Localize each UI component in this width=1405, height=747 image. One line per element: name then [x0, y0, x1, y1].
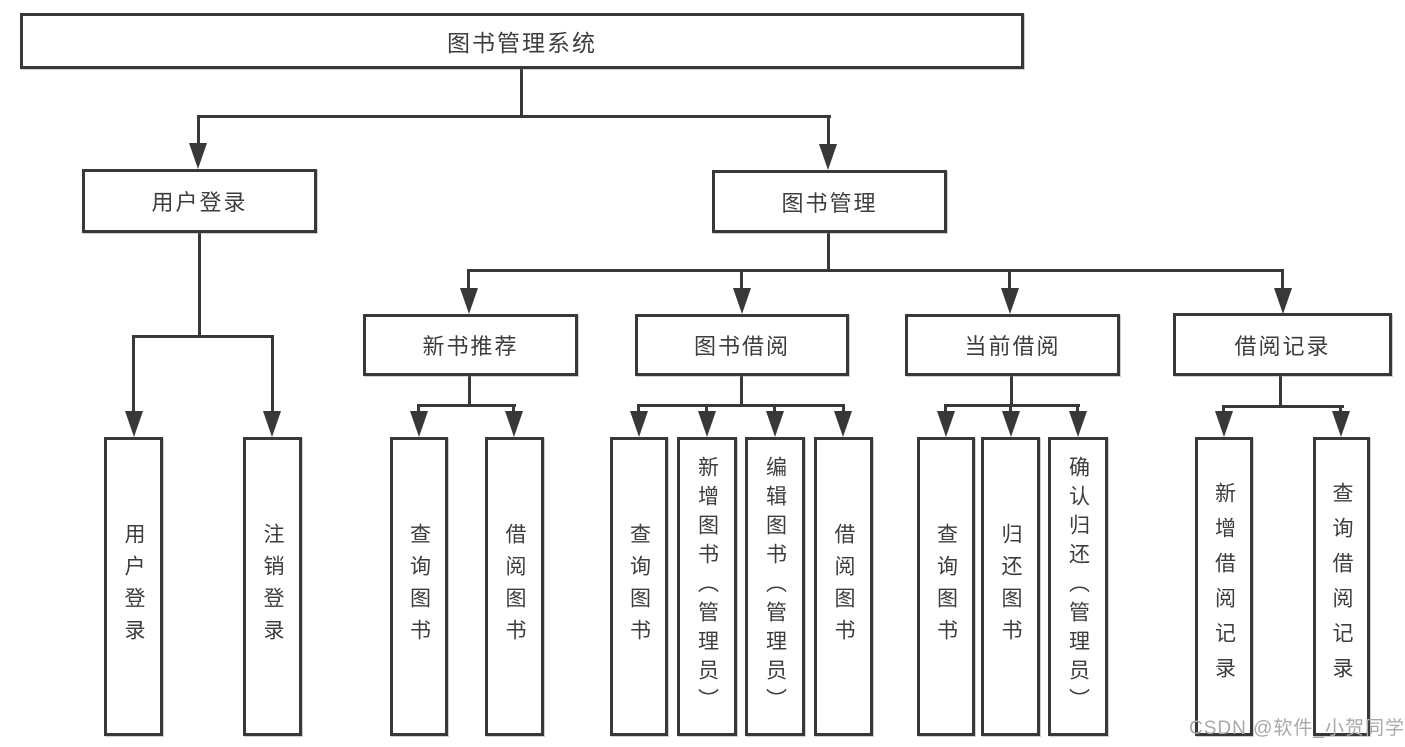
- arrowhead-down-icon: [263, 411, 281, 437]
- connector-line: [417, 404, 420, 416]
- node-borrowing-records: 借阅记录: [1173, 313, 1392, 376]
- node-root-label: 图书管理系统: [447, 30, 597, 56]
- connector-line: [1010, 375, 1013, 406]
- arrowhead-down-icon: [819, 144, 837, 170]
- leaf-logout-label: 注销登录: [261, 522, 284, 651]
- arrowhead-down-icon: [125, 411, 143, 437]
- connector-line: [197, 115, 200, 147]
- leaf-add-borrow-record: 新增借阅记录: [1195, 437, 1253, 736]
- node-new-book-recommendation: 新书推荐: [363, 314, 578, 376]
- leaf-user-login: 用户登录: [104, 437, 163, 736]
- node-book-borrowing-label: 图书借阅: [693, 334, 790, 359]
- arrowhead-down-icon: [189, 143, 207, 169]
- connector-line: [740, 269, 743, 292]
- leaf-query-books-borrowing-label: 查询图书: [627, 522, 651, 651]
- leaf-confirm-return-admin-label: 确认归还（管理员）: [1066, 456, 1090, 717]
- connector-line: [1008, 269, 1011, 292]
- leaf-user-login-label: 用户登录: [122, 522, 145, 651]
- arrowhead-down-icon: [1274, 288, 1292, 314]
- connector-line: [198, 232, 201, 338]
- leaf-query-books-borrowing: 查询图书: [610, 437, 668, 736]
- node-root: 图书管理系统: [20, 13, 1024, 69]
- node-borrowing-records-label: 借阅记录: [1234, 333, 1331, 359]
- connector-line: [1009, 404, 1012, 416]
- node-user-login-label: 用户登录: [151, 190, 248, 215]
- connector-line: [271, 335, 274, 415]
- connector-line: [827, 115, 830, 147]
- connector-line: [944, 404, 1080, 407]
- connector-line: [1222, 405, 1225, 416]
- arrowhead-down-icon: [698, 411, 716, 437]
- leaf-borrow-books-recommend: 借阅图书: [485, 437, 544, 736]
- connector-line: [637, 404, 640, 416]
- arrowhead-down-icon: [630, 411, 648, 437]
- connector-line: [827, 232, 830, 272]
- leaf-return-books: 归还图书: [981, 437, 1040, 736]
- leaf-add-books-admin-label: 新增图书（管理员）: [695, 456, 719, 717]
- leaf-query-borrow-record: 查询借阅记录: [1313, 437, 1370, 736]
- connector-line: [132, 335, 274, 338]
- arrowhead-down-icon: [1002, 411, 1020, 437]
- connector-line: [773, 404, 776, 416]
- connector-line: [1281, 269, 1284, 292]
- arrowhead-down-icon: [1332, 411, 1350, 437]
- node-book-management-label: 图书管理: [781, 190, 878, 216]
- arrowhead-down-icon: [410, 411, 428, 437]
- arrowhead-down-icon: [937, 411, 955, 437]
- leaf-query-books-recommend: 查询图书: [390, 437, 448, 736]
- node-user-login: 用户登录: [82, 169, 317, 233]
- arrowhead-down-icon: [733, 288, 751, 314]
- leaf-query-books-recommend-label: 查询图书: [407, 522, 431, 651]
- arrowhead-down-icon: [766, 411, 784, 437]
- arrowhead-down-icon: [505, 411, 523, 437]
- csdn-watermark: CSDN @软件_小贺同学: [1189, 718, 1405, 739]
- leaf-query-books-current-label: 查询图书: [934, 522, 958, 651]
- connector-line: [197, 115, 831, 118]
- node-book-borrowing: 图书借阅: [635, 314, 849, 376]
- leaf-query-books-current: 查询图书: [917, 437, 975, 736]
- connector-line: [467, 269, 470, 292]
- arrowhead-down-icon: [1215, 411, 1233, 437]
- arrowhead-down-icon: [834, 411, 852, 437]
- arrowhead-down-icon: [460, 288, 478, 314]
- leaf-add-books-admin: 新增图书（管理员）: [677, 437, 737, 736]
- connector-line: [468, 375, 471, 406]
- leaf-add-borrow-record-label: 新增借阅记录: [1212, 481, 1236, 692]
- connector-line: [417, 404, 516, 407]
- connector-line: [468, 269, 1284, 272]
- leaf-confirm-return-admin: 确认归还（管理员）: [1048, 437, 1108, 736]
- leaf-edit-books-admin-label: 编辑图书（管理员）: [763, 456, 787, 717]
- leaf-query-borrow-record-label: 查询借阅记录: [1330, 481, 1353, 692]
- connector-line: [1339, 405, 1342, 416]
- connector-line: [512, 404, 515, 416]
- connector-line: [637, 404, 845, 407]
- node-new-book-recommendation-label: 新书推荐: [422, 334, 519, 359]
- connector-line: [842, 404, 845, 416]
- node-book-management: 图书管理: [712, 170, 947, 233]
- arrowhead-down-icon: [1069, 411, 1087, 437]
- connector-line: [132, 335, 135, 415]
- connector-line: [944, 404, 947, 416]
- connector-line: [740, 375, 743, 406]
- leaf-logout: 注销登录: [243, 437, 302, 736]
- connector-line: [1222, 405, 1344, 408]
- node-current-borrowing: 当前借阅: [905, 314, 1120, 376]
- leaf-borrow-books-recommend-label: 借阅图书: [503, 522, 526, 651]
- connector-line: [1076, 404, 1079, 416]
- connector-line: [520, 68, 523, 117]
- arrowhead-down-icon: [1001, 288, 1019, 314]
- leaf-return-books-label: 归还图书: [999, 522, 1022, 651]
- leaf-borrow-books-borrowing: 借阅图书: [814, 437, 873, 736]
- leaf-borrow-books-borrowing-label: 借阅图书: [832, 522, 855, 651]
- leaf-edit-books-admin: 编辑图书（管理员）: [745, 437, 805, 736]
- connector-line: [705, 404, 708, 416]
- connector-line: [1279, 375, 1282, 408]
- node-current-borrowing-label: 当前借阅: [964, 334, 1061, 359]
